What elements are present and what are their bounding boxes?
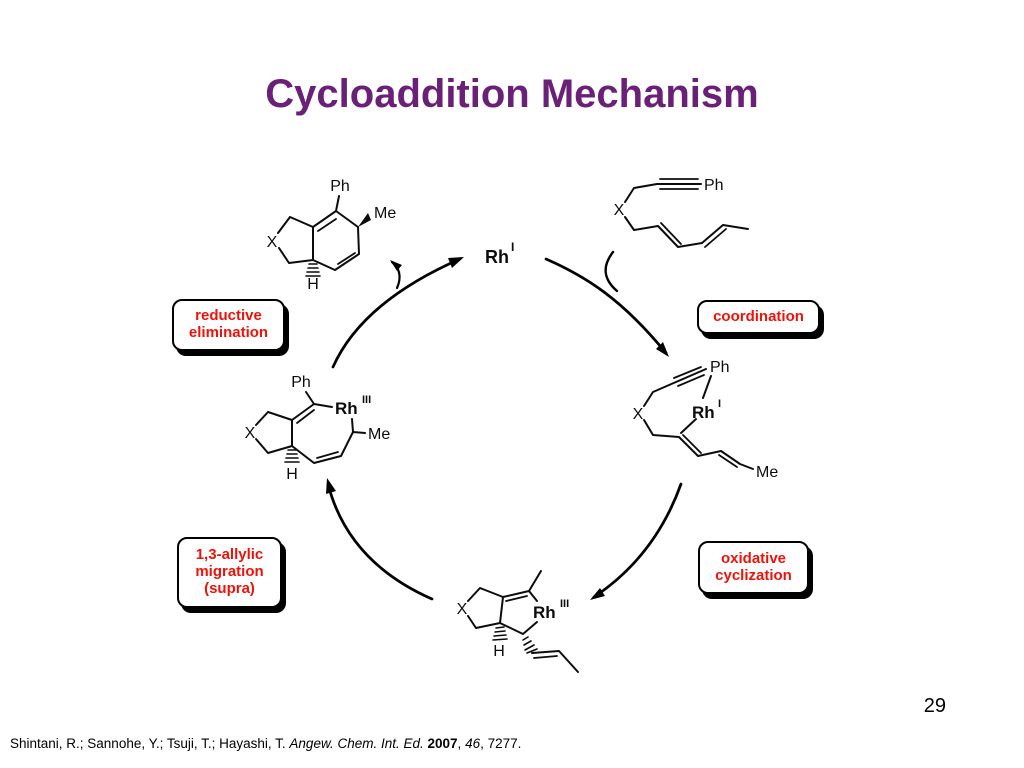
step-label-reductive-elimination: reductive elimination bbox=[172, 299, 285, 351]
stereo-wedge-me bbox=[358, 213, 371, 227]
arrow-oxidative-cyclization bbox=[590, 482, 683, 600]
step-label-text: reductive elimination bbox=[188, 307, 269, 341]
structure-coordination-complex: X Ph Rh I Me bbox=[633, 359, 779, 481]
stereo-hash-h bbox=[305, 263, 321, 277]
atom-x: X bbox=[614, 202, 625, 219]
atom-ph: Ph bbox=[330, 178, 350, 195]
atom-me: Me bbox=[756, 464, 778, 481]
atom-ph: Ph bbox=[710, 359, 730, 376]
rh-oxidation-state: I bbox=[511, 240, 514, 254]
stereo-hash-h bbox=[492, 626, 508, 641]
arrowhead bbox=[326, 478, 336, 494]
arrowhead bbox=[590, 588, 605, 600]
structure-rhodacycloheptadiene: Ph X Rh III Me H bbox=[245, 374, 391, 483]
atom-x: X bbox=[245, 425, 256, 442]
citation: Shintani, R.; Sannohe, Y.; Tsuji, T.; Ha… bbox=[10, 736, 521, 751]
page-number: 29 bbox=[923, 695, 946, 717]
arrow-reductive-elimination bbox=[331, 257, 464, 369]
atom-me: Me bbox=[374, 205, 396, 222]
rh-symbol: Rh bbox=[335, 399, 358, 418]
atom-ph: Ph bbox=[704, 177, 724, 194]
step-label-oxidative-cyclization: oxidative cyclization bbox=[698, 541, 809, 594]
stereo-hash-h bbox=[284, 449, 300, 463]
atom-me: Me bbox=[368, 426, 390, 443]
atom-x: X bbox=[267, 234, 278, 251]
page-title: Cycloaddition Mechanism bbox=[265, 72, 759, 116]
arrow-coordination bbox=[544, 250, 669, 357]
citation-pages: , 7277. bbox=[480, 736, 522, 751]
step-label-allylic-migration: 1,3-allylic migration (supra) bbox=[177, 537, 282, 608]
arrowhead bbox=[656, 342, 669, 357]
substrate-entry-curve bbox=[604, 250, 619, 293]
step-label-text: coordination bbox=[713, 307, 804, 325]
atom-x: X bbox=[633, 406, 644, 423]
structure-substrate: X Ph bbox=[614, 177, 749, 248]
citation-journal: Angew. Chem. Int. Ed. bbox=[289, 736, 428, 751]
arrowhead bbox=[448, 257, 464, 268]
atom-x: X bbox=[457, 601, 468, 618]
step-label-coordination: coordination bbox=[697, 300, 820, 334]
catalyst-label-rh1: Rh I bbox=[485, 240, 514, 267]
step-label-text: oxidative cyclization bbox=[715, 549, 792, 584]
citation-year: 2007 bbox=[427, 736, 458, 751]
citation-separator: , bbox=[457, 736, 466, 751]
arrowhead-product-release bbox=[390, 260, 402, 271]
rh-symbol: Rh bbox=[485, 247, 509, 267]
structure-product: Ph Me X H bbox=[267, 178, 397, 293]
citation-volume: 46 bbox=[465, 736, 481, 751]
atom-h: H bbox=[493, 643, 505, 660]
citation-authors: Shintani, R.; Sannohe, Y.; Tsuji, T.; Ha… bbox=[10, 736, 290, 751]
structure-rhodacyclopentene: X Rh III H bbox=[457, 570, 579, 673]
step-label-text: 1,3-allylic migration (supra) bbox=[195, 546, 264, 597]
rh-symbol: Rh bbox=[692, 403, 715, 422]
rh-oxidation-state: III bbox=[560, 598, 569, 610]
stereo-hash-propenyl bbox=[522, 636, 538, 654]
atom-h: H bbox=[307, 276, 319, 293]
rh-symbol: Rh bbox=[533, 603, 556, 622]
atom-ph: Ph bbox=[291, 374, 311, 391]
arrow-allylic-migration bbox=[326, 478, 434, 601]
atom-h: H bbox=[286, 466, 298, 483]
rh-oxidation-state: III bbox=[362, 394, 371, 406]
rh-oxidation-state: I bbox=[718, 398, 721, 410]
